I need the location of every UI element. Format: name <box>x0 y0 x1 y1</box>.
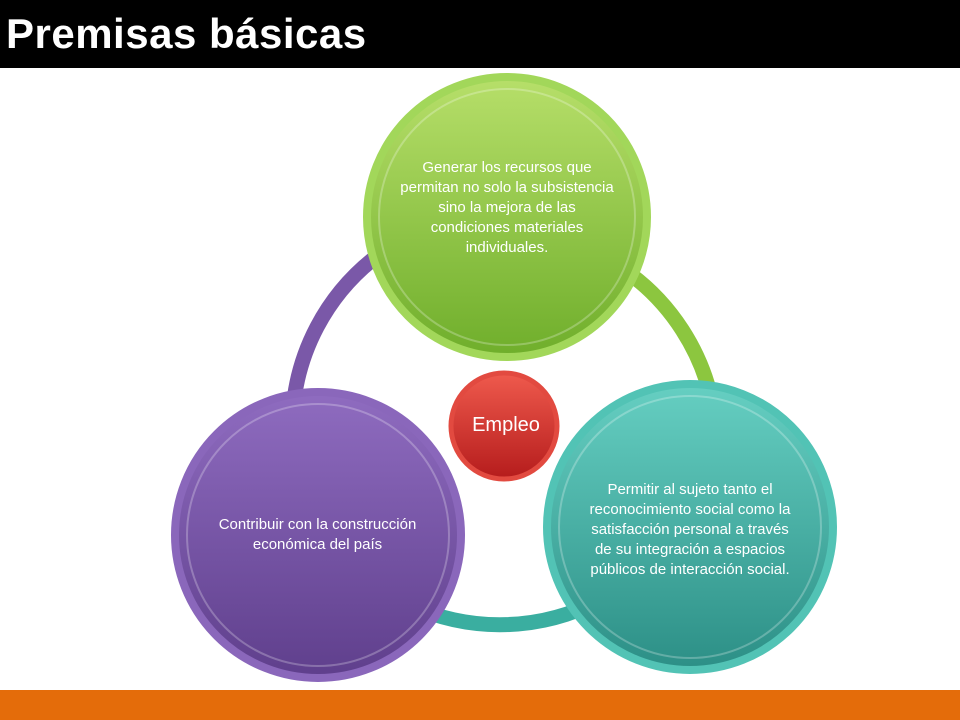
title-bar: Premisas básicas <box>0 0 960 68</box>
slide-title: Premisas básicas <box>6 10 367 57</box>
node-text-purple: Contribuir con la construcción económica… <box>218 516 417 553</box>
node-circle-purple <box>171 388 465 682</box>
ring-arc-purple <box>285 252 380 418</box>
center-label: Empleo <box>472 413 540 436</box>
center-circle <box>448 370 560 482</box>
node-circle-teal <box>543 380 837 674</box>
node-text-green: Generar los recursos que permitan no sol… <box>400 158 614 256</box>
footer-bar <box>0 690 960 720</box>
node-circle-green <box>363 73 651 361</box>
node-text-teal: Permitir al sujeto tanto el reconocimien… <box>589 481 791 578</box>
